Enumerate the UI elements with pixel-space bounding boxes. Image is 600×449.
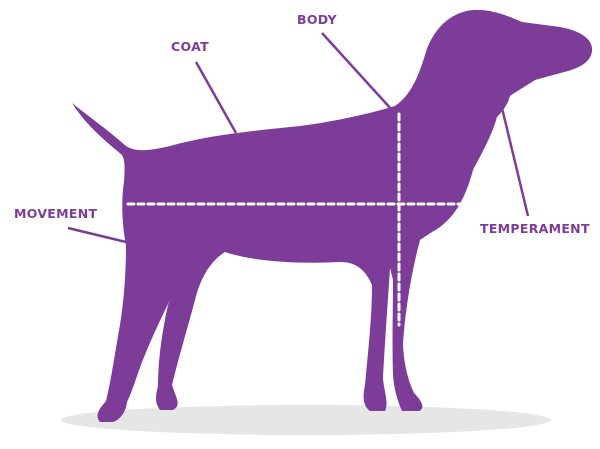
coat-label: COAT — [171, 39, 209, 54]
dog-silhouette — [72, 10, 592, 422]
body-leader-line — [322, 33, 392, 110]
temperament-leader-line — [502, 108, 528, 216]
temperament-label: TEMPERAMENT — [480, 221, 590, 236]
movement-label: MOVEMENT — [14, 206, 97, 221]
coat-leader-line — [196, 62, 236, 133]
ground-shadow — [61, 405, 551, 435]
body-label: BODY — [297, 12, 337, 27]
movement-leader-line — [68, 228, 126, 242]
